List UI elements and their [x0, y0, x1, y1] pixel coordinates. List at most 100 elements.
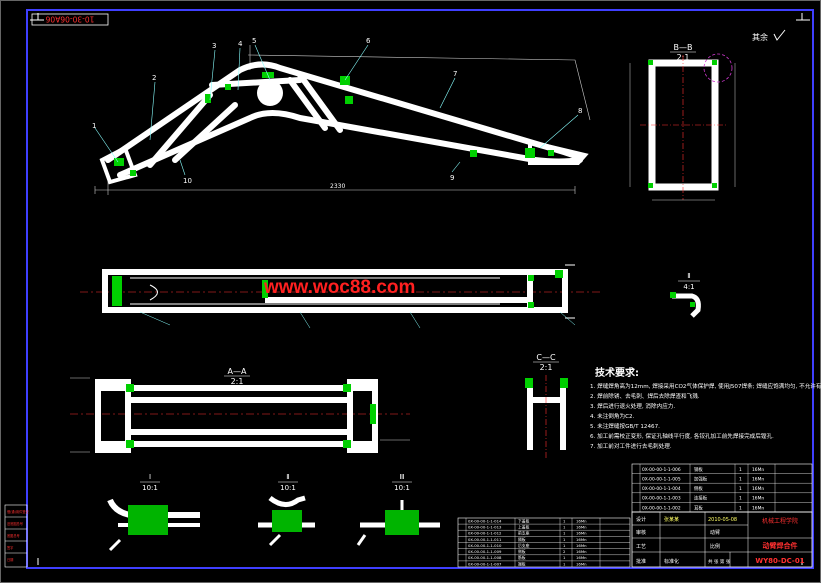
parts-cell-code: 0X-00-00-1-1-002 [642, 505, 681, 511]
section-cc-view: C—C 2:1 [525, 353, 568, 460]
tech-req-item: 6. 加工前需校正变形, 保证孔轴线平行度, 各铰孔加工前先焊接完成后镗孔. [590, 432, 774, 440]
detail-2-view: Ⅱ 10:1 [258, 473, 315, 547]
parts-cell-code: 0X-00-00-1-1-012 [468, 531, 502, 536]
parts-cell-code: 0X-00-00-1-1-009 [468, 549, 502, 554]
design-date: 2010-05-08 [708, 517, 737, 523]
parts-cell-name: 加强板 [694, 476, 708, 483]
scale-label: 比例 [710, 543, 720, 550]
parts-cell-material: 16Mn [576, 549, 587, 554]
parts-cell-material: 16Mn [576, 518, 587, 523]
parts-cell-qty: 1 [563, 561, 566, 566]
part-name: 动臂 [710, 529, 720, 536]
parts-cell-code: 0X-00-00-1-1-011 [468, 537, 502, 542]
drawing-code: WY80-DC-01 [755, 557, 804, 565]
left-strip-cell: 签字 [7, 545, 13, 550]
section-aa-view: A—A 2:1 [70, 367, 410, 453]
svg-text:2330: 2330 [330, 183, 345, 190]
parts-cell-code: 0X-00-00-1-1-008 [468, 555, 502, 560]
parts-cell-qty: 1 [563, 543, 566, 548]
boom-plan-view [80, 264, 600, 329]
parts-cell-code: 0X-00-00-1-1-003 [642, 496, 681, 502]
parts-cell-code: 0X-00-00-1-1-004 [642, 486, 681, 492]
detail-41-view: Ⅱ 4:1 [670, 272, 701, 318]
designer-label: 设计 [636, 516, 646, 523]
parts-cell-qty: 1 [739, 486, 742, 492]
svg-text:5: 5 [252, 37, 256, 45]
svg-text:3: 3 [212, 42, 216, 50]
parts-cell-material: 16Mn [576, 543, 587, 548]
parts-cell-material: 16Mn [576, 555, 587, 560]
roughness-symbol-icon [773, 29, 786, 41]
svg-text:8: 8 [578, 107, 582, 115]
detail-1-view: Ⅰ 10:1 [107, 473, 200, 552]
title-block: 设计 张某某 2010-05-08 审核 工艺 批准 标准化 动臂 比例 共 张… [631, 511, 813, 568]
parts-cell-qty: 1 [563, 525, 566, 530]
left-strip-cell: 日期 [7, 557, 13, 562]
parts-cell-material: 16Mn [576, 561, 587, 566]
detail-1-name: Ⅰ [149, 473, 151, 481]
section-cc-scale: 2:1 [540, 363, 553, 372]
tech-req-item: 7. 加工前对工件进行去毛刺处理. [590, 442, 672, 450]
tech-req-item: 3. 焊后进行退火处理, 消除内应力. [590, 402, 675, 410]
parts-cell-name: 前支座 [518, 531, 530, 536]
roughness-note: 其余 [752, 32, 768, 42]
left-strip-cell: 底图总号 [7, 533, 20, 538]
section-cc-name: C—C [536, 353, 556, 362]
svg-text:4: 4 [238, 40, 243, 48]
parts-cell-code: 0X-00-00-1-1-007 [468, 561, 502, 566]
detail-3-view: Ⅲ 10:1 [356, 473, 440, 546]
parts-cell-name: 后支座 [518, 543, 530, 548]
left-strip-cell: 旧底图总号 [7, 521, 23, 526]
parts-cell-qty: 1 [563, 518, 566, 523]
parts-cell-name: 耳板 [694, 504, 703, 511]
detail-2-scale: 10:1 [280, 484, 296, 492]
school-name: 机械工程学院 [762, 517, 798, 525]
parts-cell-material: 16Mn [752, 486, 764, 492]
parts-cell-name: 隔板 [518, 537, 526, 542]
parts-cell-name: 端板 [518, 561, 526, 566]
svg-text:7: 7 [453, 70, 457, 78]
drawing-frame [26, 9, 814, 569]
parts-cell-material: 16Mn [752, 496, 764, 502]
parts-cell-qty: 1 [739, 477, 742, 483]
approve-label: 批准 [636, 558, 646, 565]
svg-text:9: 9 [450, 174, 454, 182]
detail-3-name: Ⅲ [400, 473, 405, 481]
tech-req-item: 4. 未注倒角为C2. [590, 412, 635, 420]
parts-cell-code: 0X-00-00-1-1-006 [642, 467, 681, 473]
tech-req-item: 5. 未注焊缝按GB/T 12467. [590, 422, 660, 430]
left-strip-table: 借(通)用件登记 旧底图总号 底图总号 签字 日期 [4, 504, 29, 568]
left-strip-cell: 借(通)用件登记 [7, 509, 29, 514]
parts-cell-qty: 1 [739, 496, 742, 502]
boom-elevation-view: 1 2 3 4 5 6 7 8 9 10 2330 [92, 37, 591, 195]
drawing-title: 动臂焊合件 [763, 541, 798, 550]
parts-cell-material: 16Mn [752, 505, 764, 511]
parts-cell-material: 16Mn [576, 537, 587, 542]
parts-cell-name: 筋板 [518, 555, 526, 560]
tech-req-item: 2. 焊前除锈、去毛刺、焊后去除焊渣和飞溅. [590, 392, 700, 400]
drawing-no-tag-box [31, 13, 109, 26]
parts-cell-name: 上盖板 [518, 525, 530, 530]
sheet-label: 共 张 第 张 [708, 558, 731, 565]
parts-cell-code: 0X-00-00-1-1-014 [468, 518, 502, 523]
parts-cell-qty: 1 [563, 555, 566, 560]
section-bb-box [648, 59, 719, 191]
svg-text:10: 10 [183, 177, 192, 185]
parts-cell-qty: 1 [563, 537, 566, 542]
tech-req-item: 1. 焊缝焊角高为12mm, 焊接采用CO2气体保护焊, 使用J507焊条; 焊… [590, 382, 821, 390]
parts-cell-name: 侧板 [694, 485, 703, 492]
parts-cell-qty: 1 [739, 467, 742, 473]
section-aa-name: A—A [228, 367, 247, 376]
detail-41-scale: 4:1 [683, 283, 694, 291]
parts-cell-name: 侧板 [518, 549, 526, 554]
parts-cell-material: 16Mn [752, 477, 764, 483]
parts-cell-qty: 1 [739, 505, 742, 511]
svg-text:2: 2 [152, 74, 156, 82]
designer-name: 张某某 [664, 516, 679, 523]
section-bb-view: B—B 2:1 [629, 43, 736, 201]
parts-cell-name: 钢板 [694, 466, 703, 473]
parts-cell-name: 下盖板 [518, 518, 530, 523]
tech-requirements: 技术要求: 1. 焊缝焊角高为12mm, 焊接采用CO2气体保护焊, 使用J50… [590, 366, 821, 450]
